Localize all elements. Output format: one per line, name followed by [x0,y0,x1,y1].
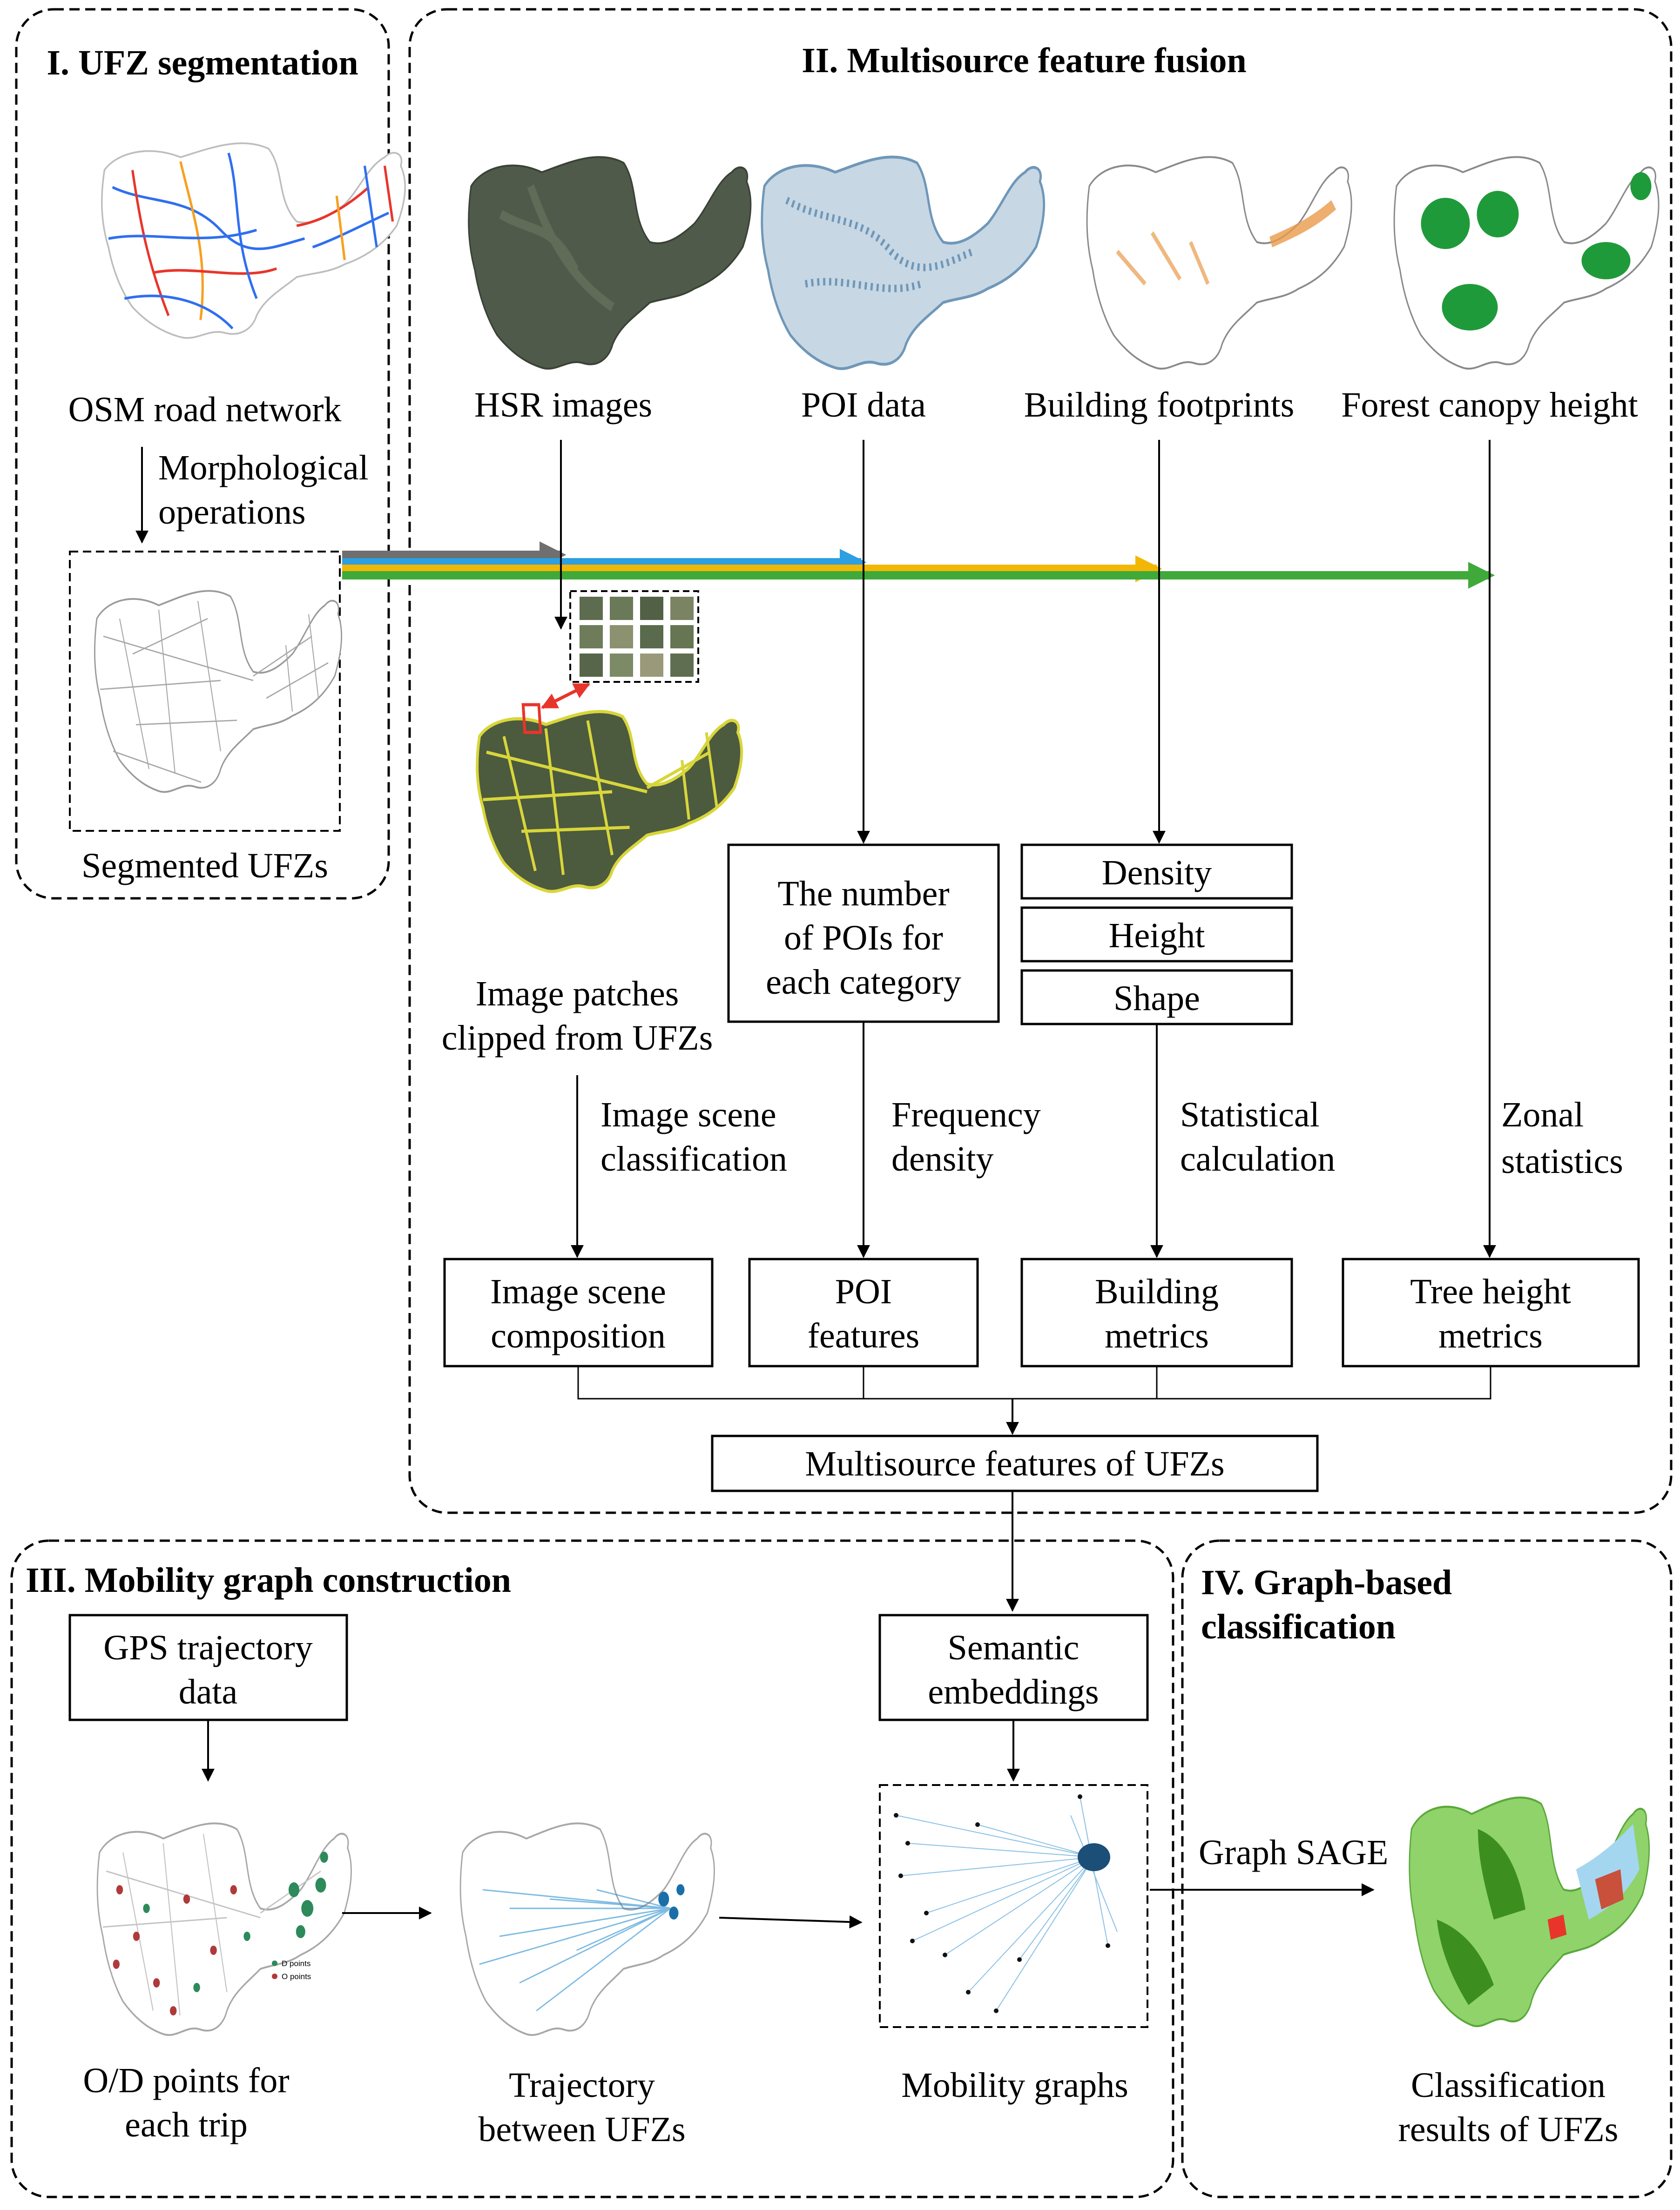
morphological-label-1: Morphological [158,448,369,487]
building-footprint-map [1086,156,1353,370]
panel-title-classification-2: classification [1201,1607,1396,1646]
shape-box [1020,969,1293,1025]
method-scene-label-1: Image scene [600,1095,776,1134]
image-patches-label-2: clipped from UFZs [442,1018,713,1058]
trajectory-label-2: between UFZs [478,2110,685,2149]
image-patch-grid [580,597,694,677]
forest-canopy-map [1393,156,1660,370]
mobility-graph-frame [879,1784,1148,2028]
panel-title-segmentation: I. UFZ segmentation [47,43,358,82]
scene-composition-box [443,1258,714,1368]
semantic-embeddings-box [878,1614,1149,1721]
od-points-label-1: O/D points for [83,2061,289,2100]
classification-result-map [1410,1798,1649,2026]
tree-height-box [1342,1258,1640,1368]
mobility-graphs-label: Mobility graphs [901,2066,1128,2105]
segmented-ufz-map [94,590,343,793]
poi-data-map [762,157,1044,369]
fused-features-box [711,1435,1319,1492]
od-points-map [96,1822,352,2036]
poi-count-line-3: each category [766,963,961,1002]
density-box [1020,843,1293,900]
density-label: Density [1102,853,1212,892]
method-freq-label-2: density [891,1139,994,1179]
method-zonal-label-1: Zonal [1501,1095,1584,1134]
scene-composition-label-2: composition [491,1316,666,1355]
fused-features-label: Multisource features of UFZs [805,1444,1224,1483]
method-zonal-label-2: statistics [1501,1142,1623,1181]
method-scene-label-2: classification [600,1139,787,1179]
panel-title-mobility: III. Mobility graph construction [26,1561,511,1600]
graphsage-label: Graph SAGE [1199,1833,1388,1872]
building-metrics-box [1020,1258,1293,1368]
poi-features-label-2: features [808,1316,920,1355]
poi-count-line-1: The number [777,874,949,913]
mobility-graph [894,1794,1118,2013]
source-hsr-label: HSR images [474,385,652,424]
panel-fusion-frame [408,8,1673,1514]
trajectory-label-1: Trajectory [509,2066,655,2105]
method-freq-label-1: Frequency [891,1095,1041,1134]
method-stat-label-1: Statistical [1180,1095,1320,1134]
morphological-label-2: operations [158,492,306,532]
tree-height-label-1: Tree height [1410,1272,1571,1311]
scene-composition-label-1: Image scene [490,1272,666,1311]
legend-d-points: D points [282,1959,310,1968]
source-building-label: Building footprints [1024,385,1295,424]
feature-merge-connector [577,1366,1491,1400]
panel-segmentation-frame [15,8,390,900]
legend-o-points: O points [282,1972,311,1981]
gps-trajectory-label-1: GPS trajectory [103,1628,313,1667]
segmented-ufz-frame [69,551,341,832]
od-legend: D points O points [272,1959,311,1981]
hsr-image-map [467,156,752,370]
gps-trajectory-label-2: data [179,1672,238,1711]
osm-road-network-map [101,142,406,339]
panel-mobility-frame [10,1539,1174,2198]
classification-result-label-1: Classification [1411,2066,1606,2105]
source-forest-label: Forest canopy height [1341,385,1638,424]
image-patches-label-1: Image patches [476,974,679,1013]
image-patches-map [477,703,742,891]
height-box [1020,906,1293,963]
height-label: Height [1109,916,1205,955]
building-metrics-label-1: Building [1095,1272,1219,1311]
classification-result-label-2: results of UFZs [1398,2110,1619,2149]
poi-count-line-2: of POIs for [784,918,943,957]
osm-road-network-label: OSM road network [68,390,342,429]
method-stat-label-2: calculation [1180,1139,1335,1179]
shape-label: Shape [1113,979,1200,1018]
arrow-trajectory-to-graphs [719,1915,863,1929]
od-points-label-2: each trip [125,2105,248,2144]
segmented-ufz-label: Segmented UFZs [81,846,328,885]
panel-title-classification-1: IV. Graph-based [1201,1563,1452,1602]
building-metrics-label-2: metrics [1105,1316,1209,1355]
patch-link-arrow [540,682,591,709]
trajectory-map [459,1822,715,2036]
panel-classification-frame [1181,1539,1673,2198]
panel-title-fusion: II. Multisource feature fusion [802,41,1247,80]
source-poi-label: POI data [801,385,926,424]
poi-count-box [727,843,1000,1023]
semantic-embeddings-label-2: embeddings [928,1672,1099,1711]
poi-features-label-1: POI [835,1272,892,1311]
semantic-embeddings-label-1: Semantic [948,1628,1080,1667]
tree-height-label-2: metrics [1438,1316,1543,1355]
